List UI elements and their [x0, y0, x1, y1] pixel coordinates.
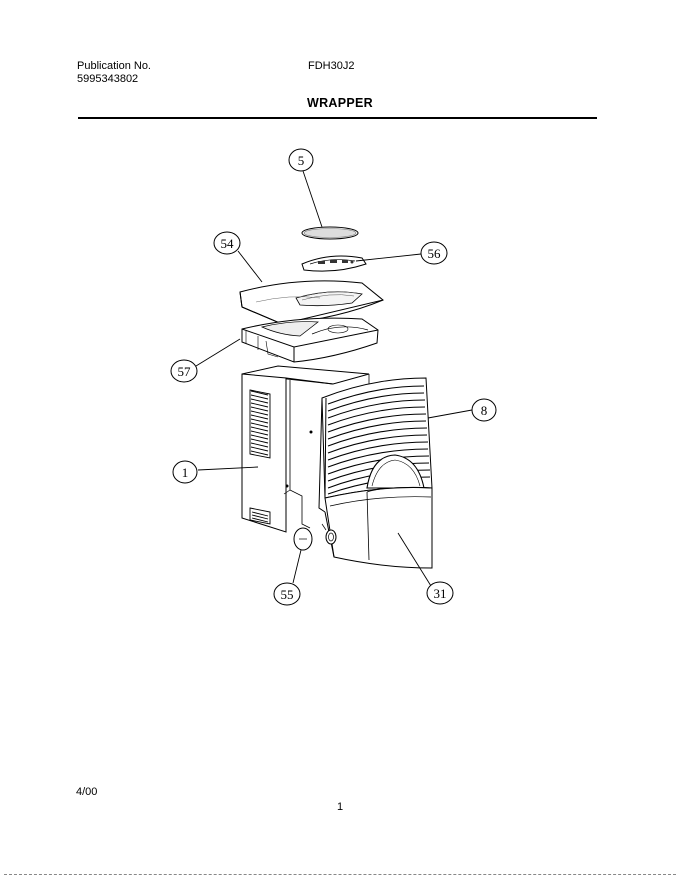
leader-lines: [195, 170, 473, 587]
part-8-front-grille: [318, 377, 433, 513]
footer-date: 4/00: [76, 786, 98, 798]
publication-number: 5995343802: [77, 73, 139, 85]
part-56-control-panel: [301, 255, 367, 272]
callout-55: 55: [281, 587, 294, 602]
page-number: 1: [336, 801, 344, 813]
callout-circle-5: [288, 148, 314, 172]
part-57-tray: [241, 317, 379, 363]
bottom-scan-line: [4, 874, 676, 875]
callout-circle-1: [172, 460, 198, 484]
part-54-top-cover: [239, 280, 384, 325]
callout-54: 54: [221, 236, 235, 251]
callout-1: 1: [182, 465, 189, 480]
callout-56: 56: [428, 246, 442, 261]
callout-circle-31: [426, 581, 454, 605]
part-5-oval: [301, 226, 359, 240]
callout-circle-54: [213, 231, 241, 255]
section-title: WRAPPER: [307, 96, 373, 110]
publication-label: Publication No.: [77, 60, 151, 72]
callout-circle-56: [420, 241, 448, 265]
callout-circle-55: [273, 582, 301, 606]
callout-circle-57: [170, 359, 198, 383]
part-55-cap: [293, 527, 313, 551]
title-rule: [78, 117, 597, 119]
callout-5: 5: [298, 153, 305, 168]
part-1-rear-panel: [241, 365, 370, 533]
model-number: FDH30J2: [308, 60, 355, 72]
callout-8: 8: [481, 403, 488, 418]
callout-circle-8: [471, 398, 497, 422]
part-31-bucket: [321, 486, 433, 569]
callout-31: 31: [434, 586, 447, 601]
callout-57: 57: [178, 364, 192, 379]
